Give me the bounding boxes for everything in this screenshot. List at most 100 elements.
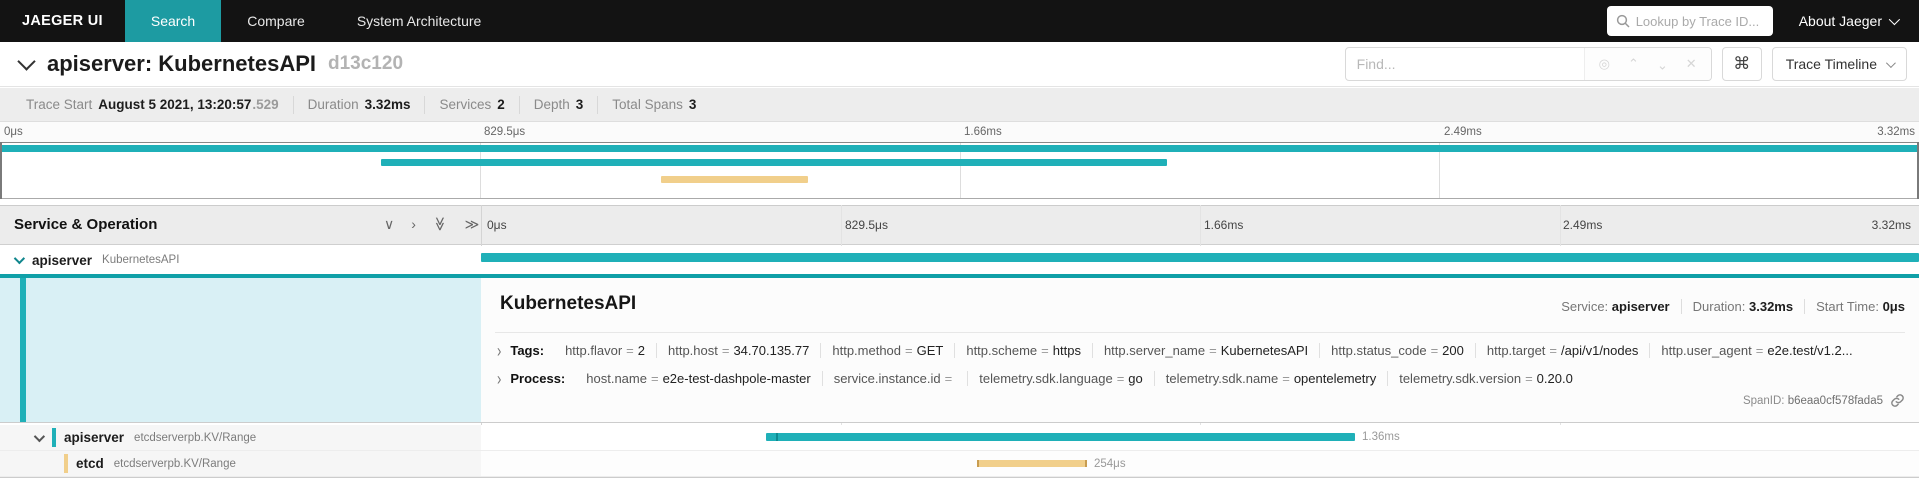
stat-trace-start: Trace Start August 5 2021, 13:20:57 .529	[12, 95, 294, 114]
about-jaeger-menu[interactable]: About Jaeger	[1798, 13, 1901, 29]
span-duration-bar[interactable]	[977, 460, 1087, 467]
tag-item: http.scheme=https	[955, 343, 1093, 358]
top-nav: JAEGER UI Search Compare System Architec…	[0, 0, 1919, 42]
focus-match-icon[interactable]: ◎	[1598, 56, 1610, 71]
services-label: Services	[439, 97, 492, 112]
tags-row[interactable]: › Tags: http.flavor=2 http.host=34.70.13…	[497, 340, 1905, 361]
tag-item: http.flavor=2	[554, 343, 657, 358]
expand-tags-chevron-icon[interactable]: ›	[497, 340, 502, 361]
span-row-apiserver-etcd-range[interactable]: apiserver etcdserverpb.KV/Range 1.36ms	[0, 425, 1919, 451]
trace-start-fraction: .529	[252, 97, 279, 112]
collapse-trace-chevron-icon[interactable]	[17, 51, 36, 71]
trace-start-value: August 5 2021, 13:20:57	[98, 97, 252, 112]
span-row-kubernetesapi[interactable]: apiserver KubernetesAPI	[0, 246, 1919, 274]
timeline-tick-1: 829.5μs	[845, 218, 888, 232]
process-row[interactable]: › Process: host.name=e2e-test-dashpole-m…	[497, 368, 1905, 389]
expand-process-chevron-icon[interactable]: ›	[497, 368, 502, 389]
nav-tab-system-architecture[interactable]: System Architecture	[356, 13, 482, 29]
span-id: SpanID: b6eaa0cf578fada5	[1743, 395, 1883, 407]
span-id-label: SpanID:	[1742, 395, 1785, 407]
divider	[495, 332, 1905, 333]
expand-all-icon[interactable]: ≫	[464, 216, 480, 232]
trace-summary-bar: Trace Start August 5 2021, 13:20:57 .529…	[0, 88, 1919, 122]
keyboard-shortcuts-button[interactable]: ⌘	[1721, 47, 1762, 81]
prev-match-icon[interactable]: ⌃	[1627, 56, 1639, 71]
service-value: apiserver	[1611, 299, 1670, 314]
service-label: Service:	[1561, 299, 1609, 314]
trace-id-lookup-input[interactable]	[1635, 13, 1764, 29]
command-icon: ⌘	[1733, 54, 1751, 73]
span-service-name: apiserver	[64, 430, 125, 445]
trace-view-label: Trace Timeline	[1785, 56, 1877, 72]
chevron-down-icon	[1888, 13, 1901, 26]
span-service-name: apiserver	[32, 252, 93, 268]
timeline-tick-4: 3.32ms	[1871, 218, 1911, 232]
minimap-span-bar-3	[661, 176, 809, 183]
services-value: 2	[497, 97, 505, 112]
process-label: Process:	[510, 371, 566, 386]
minimap-tick-3: 2.49ms	[1444, 126, 1482, 138]
trace-id-short: d13c120	[328, 53, 404, 74]
collapse-all-icon[interactable]: ≫	[432, 216, 449, 232]
expand-one-icon[interactable]: ›	[411, 216, 416, 232]
process-item: host.name=e2e-test-dashpole-master	[575, 371, 823, 386]
divider	[0, 477, 1919, 478]
duration-label: Duration	[307, 97, 359, 112]
collapse-children-chevron-icon[interactable]	[13, 252, 26, 265]
span-color-accent	[52, 428, 56, 447]
link-icon[interactable]	[1890, 393, 1905, 408]
selected-span-gutter[interactable]	[0, 278, 481, 422]
span-color-accent	[64, 454, 68, 473]
find-input[interactable]	[1345, 56, 1584, 72]
trace-id-lookup[interactable]	[1606, 6, 1773, 36]
span-detail-title: KubernetesAPI	[500, 293, 637, 314]
minimap-tick-0: 0μs	[4, 126, 23, 138]
span-duration-bar[interactable]	[481, 253, 1919, 262]
span-service-name: etcd	[76, 456, 104, 471]
tag-item: http.server_name=KubernetesAPI	[1093, 343, 1321, 358]
tags-label: Tags:	[510, 343, 545, 358]
total-spans-label: Total Spans	[612, 97, 683, 112]
trace-minimap[interactable]	[0, 142, 1919, 199]
span-duration-label: 254μs	[1094, 458, 1126, 470]
span-edge-marker	[977, 460, 979, 467]
service-operation-header: Service & Operation	[14, 216, 158, 233]
about-jaeger-label: About Jaeger	[1798, 13, 1882, 29]
collapse-one-icon[interactable]: ∨	[384, 216, 395, 232]
process-item: telemetry.sdk.name=opentelemetry	[1155, 371, 1389, 386]
nav-tab-search[interactable]: Search	[124, 0, 222, 42]
timeline-tick-0: 0μs	[487, 218, 507, 232]
tag-item: http.host=34.70.135.77	[657, 343, 822, 358]
depth-value: 3	[575, 97, 584, 112]
next-match-icon[interactable]: ⌃	[1656, 57, 1668, 72]
process-item: service.instance.id=	[823, 371, 969, 386]
minimap-left-scrubber[interactable]	[0, 142, 2, 199]
minimap-gridline	[1438, 143, 1440, 198]
tag-item: http.user_agent=e2e.test/v1.2...	[1661, 343, 1853, 358]
jaeger-logo[interactable]: JAEGER UI	[22, 13, 103, 29]
total-spans-value: 3	[688, 97, 697, 112]
trace-view-selector[interactable]: Trace Timeline	[1771, 47, 1907, 81]
clear-find-icon[interactable]: ✕	[1685, 56, 1697, 71]
nav-tab-compare[interactable]: Compare	[247, 13, 305, 29]
stat-duration: Duration 3.32ms	[294, 95, 426, 114]
duration-value: 3.32ms	[364, 97, 411, 112]
stat-services: Services 2	[425, 95, 520, 114]
span-name-cell[interactable]: apiserver etcdserverpb.KV/Range	[0, 425, 481, 450]
start-time-label: Start Time:	[1816, 299, 1879, 314]
minimap-span-bar-2	[380, 159, 1167, 166]
collapse-children-chevron-icon[interactable]	[33, 430, 46, 442]
search-icon	[1616, 14, 1630, 28]
span-name-cell[interactable]: etcd etcdserverpb.KV/Range	[0, 451, 481, 476]
span-edge-marker	[1085, 460, 1087, 467]
process-item: telemetry.sdk.language=go	[968, 371, 1155, 386]
span-row-etcd-range[interactable]: etcd etcdserverpb.KV/Range 254μs	[0, 451, 1919, 477]
timeline-header: Service & Operation ∨ › ≫ ≫ 0μs 829.5μs …	[0, 205, 1919, 245]
span-name-cell[interactable]: apiserver KubernetesAPI	[0, 246, 481, 274]
minimap-tick-labels: 0μs 829.5μs 1.66ms 2.49ms 3.32ms	[0, 122, 1919, 142]
duration-label: Duration:	[1692, 299, 1746, 314]
minimap-right-scrubber[interactable]	[1917, 142, 1919, 199]
span-duration-bar[interactable]	[766, 433, 1355, 441]
depth-label: Depth	[533, 97, 570, 112]
